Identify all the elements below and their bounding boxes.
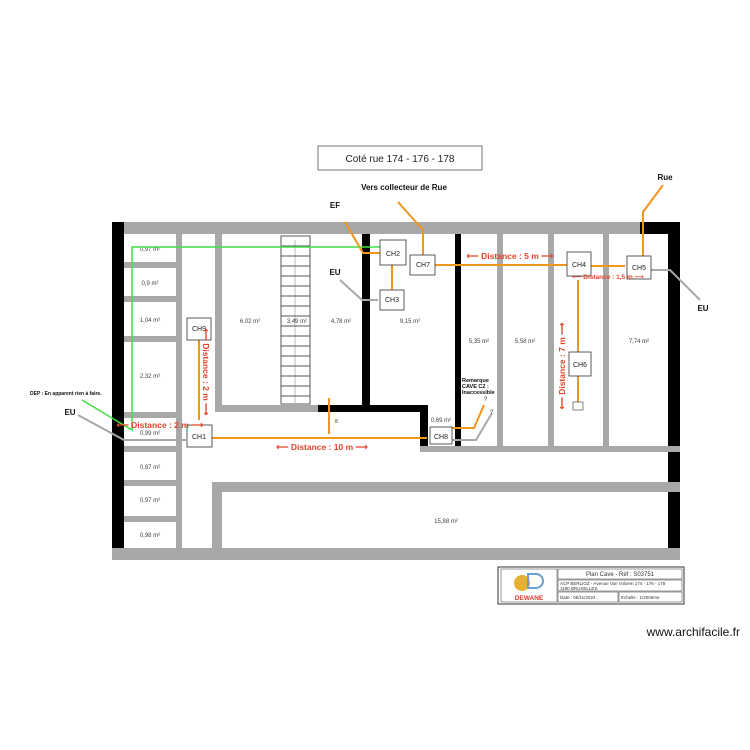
- chamber-ch3: CH3: [385, 297, 399, 304]
- eu-label: EU: [697, 304, 708, 313]
- distance-label: ⟵ Distance : 5 m ⟶: [467, 251, 555, 261]
- room-area: 0,69 m²: [431, 418, 451, 424]
- room-area: 0,97 m²: [140, 498, 160, 504]
- chamber-ch9: CH9: [192, 326, 206, 333]
- eu-label: EU: [329, 268, 340, 277]
- chamber-ch4: CH4: [572, 262, 586, 269]
- room-area: 5,35 m²: [469, 339, 489, 345]
- distance-label: ⟵ Distance : 2 m ⟶: [201, 329, 211, 417]
- room-area: 0,98 m²: [140, 533, 160, 539]
- chamber-ch6: CH6: [573, 362, 587, 369]
- chamber-ch1: CH1: [192, 434, 206, 441]
- staircase: [280, 235, 311, 405]
- room-area: 2,32 m²: [140, 374, 160, 380]
- room-area: 5,58 m²: [515, 339, 535, 345]
- plan-title: Coté rue 174 - 176 - 178: [346, 154, 455, 165]
- room-area: 0,87 m²: [140, 465, 160, 471]
- watermark: www.archifacile.fr: [646, 625, 740, 639]
- distance-label: ⟵ Distance : 1,5 m ⟶: [572, 274, 644, 281]
- ef-label: EF: [330, 201, 340, 210]
- room-area: 4,78 m²: [331, 319, 351, 325]
- room-area: 0,99 m²: [140, 431, 160, 437]
- distance-label: ⟵ Distance : 2 m ⟶: [117, 420, 205, 430]
- chamber-ch8: CH8: [434, 434, 448, 441]
- title-block: DEWANE Plan Cave - Réf : S03751 ACP BERL…: [497, 566, 685, 605]
- address-line: ACP BERLIOZ - Avenue Van Volxem 174 - 17…: [560, 581, 666, 586]
- room-area: 3,49 m²: [287, 319, 307, 325]
- pipes: [77, 184, 701, 441]
- room-area: 6,02 m²: [240, 319, 260, 325]
- chamber-ch7: CH7: [416, 262, 430, 269]
- room-area: 1,04 m²: [140, 318, 160, 324]
- eu-label: EU: [64, 408, 75, 417]
- remarque-line: Inaccessible: [462, 390, 495, 396]
- logo-icon: [514, 575, 530, 591]
- distance-label: ⟵ Distance : 7 m ⟶: [557, 322, 567, 410]
- chambers: CH2 CH7 CH3 CH4 CH5 CH6 CH9 CH1 CH8: [186, 239, 652, 448]
- dep-note: DEP : En apparent rien à faire.: [30, 391, 102, 397]
- room-area: 9,15 m²: [400, 319, 420, 325]
- rue-label: Rue: [657, 173, 673, 182]
- scale-field: Echelle : 1/200ème: [621, 595, 660, 600]
- walls: [112, 222, 680, 560]
- chamber-ch5: CH5: [632, 265, 646, 272]
- remarque-line: Remarque: [462, 378, 489, 384]
- logo-text: DEWANE: [515, 595, 544, 602]
- plan-reference: Plan Cave - Réf : S03751: [586, 572, 655, 578]
- remarque-line: CAVE C2 :: [462, 384, 489, 390]
- distance-label: ⟵ Distance : 10 m ⟶: [276, 442, 368, 452]
- chamber-ch2: CH2: [386, 251, 400, 258]
- question-mark: ?: [484, 397, 488, 403]
- s-label: 8: [335, 419, 338, 425]
- title-box: [317, 145, 483, 171]
- room-area: 0,97 m²: [140, 247, 160, 253]
- room-area: 0,9 m²: [141, 281, 158, 287]
- room-area: 7,74 m²: [629, 339, 649, 345]
- date-field: Date : 05/11/2024: [560, 595, 596, 600]
- question-mark: ?: [490, 410, 494, 416]
- address-line: 1190 BRUXELLES: [560, 586, 597, 591]
- room-area: 15,88 m²: [434, 519, 458, 525]
- collecteur-label: Vers collecteur de Rue: [361, 183, 447, 192]
